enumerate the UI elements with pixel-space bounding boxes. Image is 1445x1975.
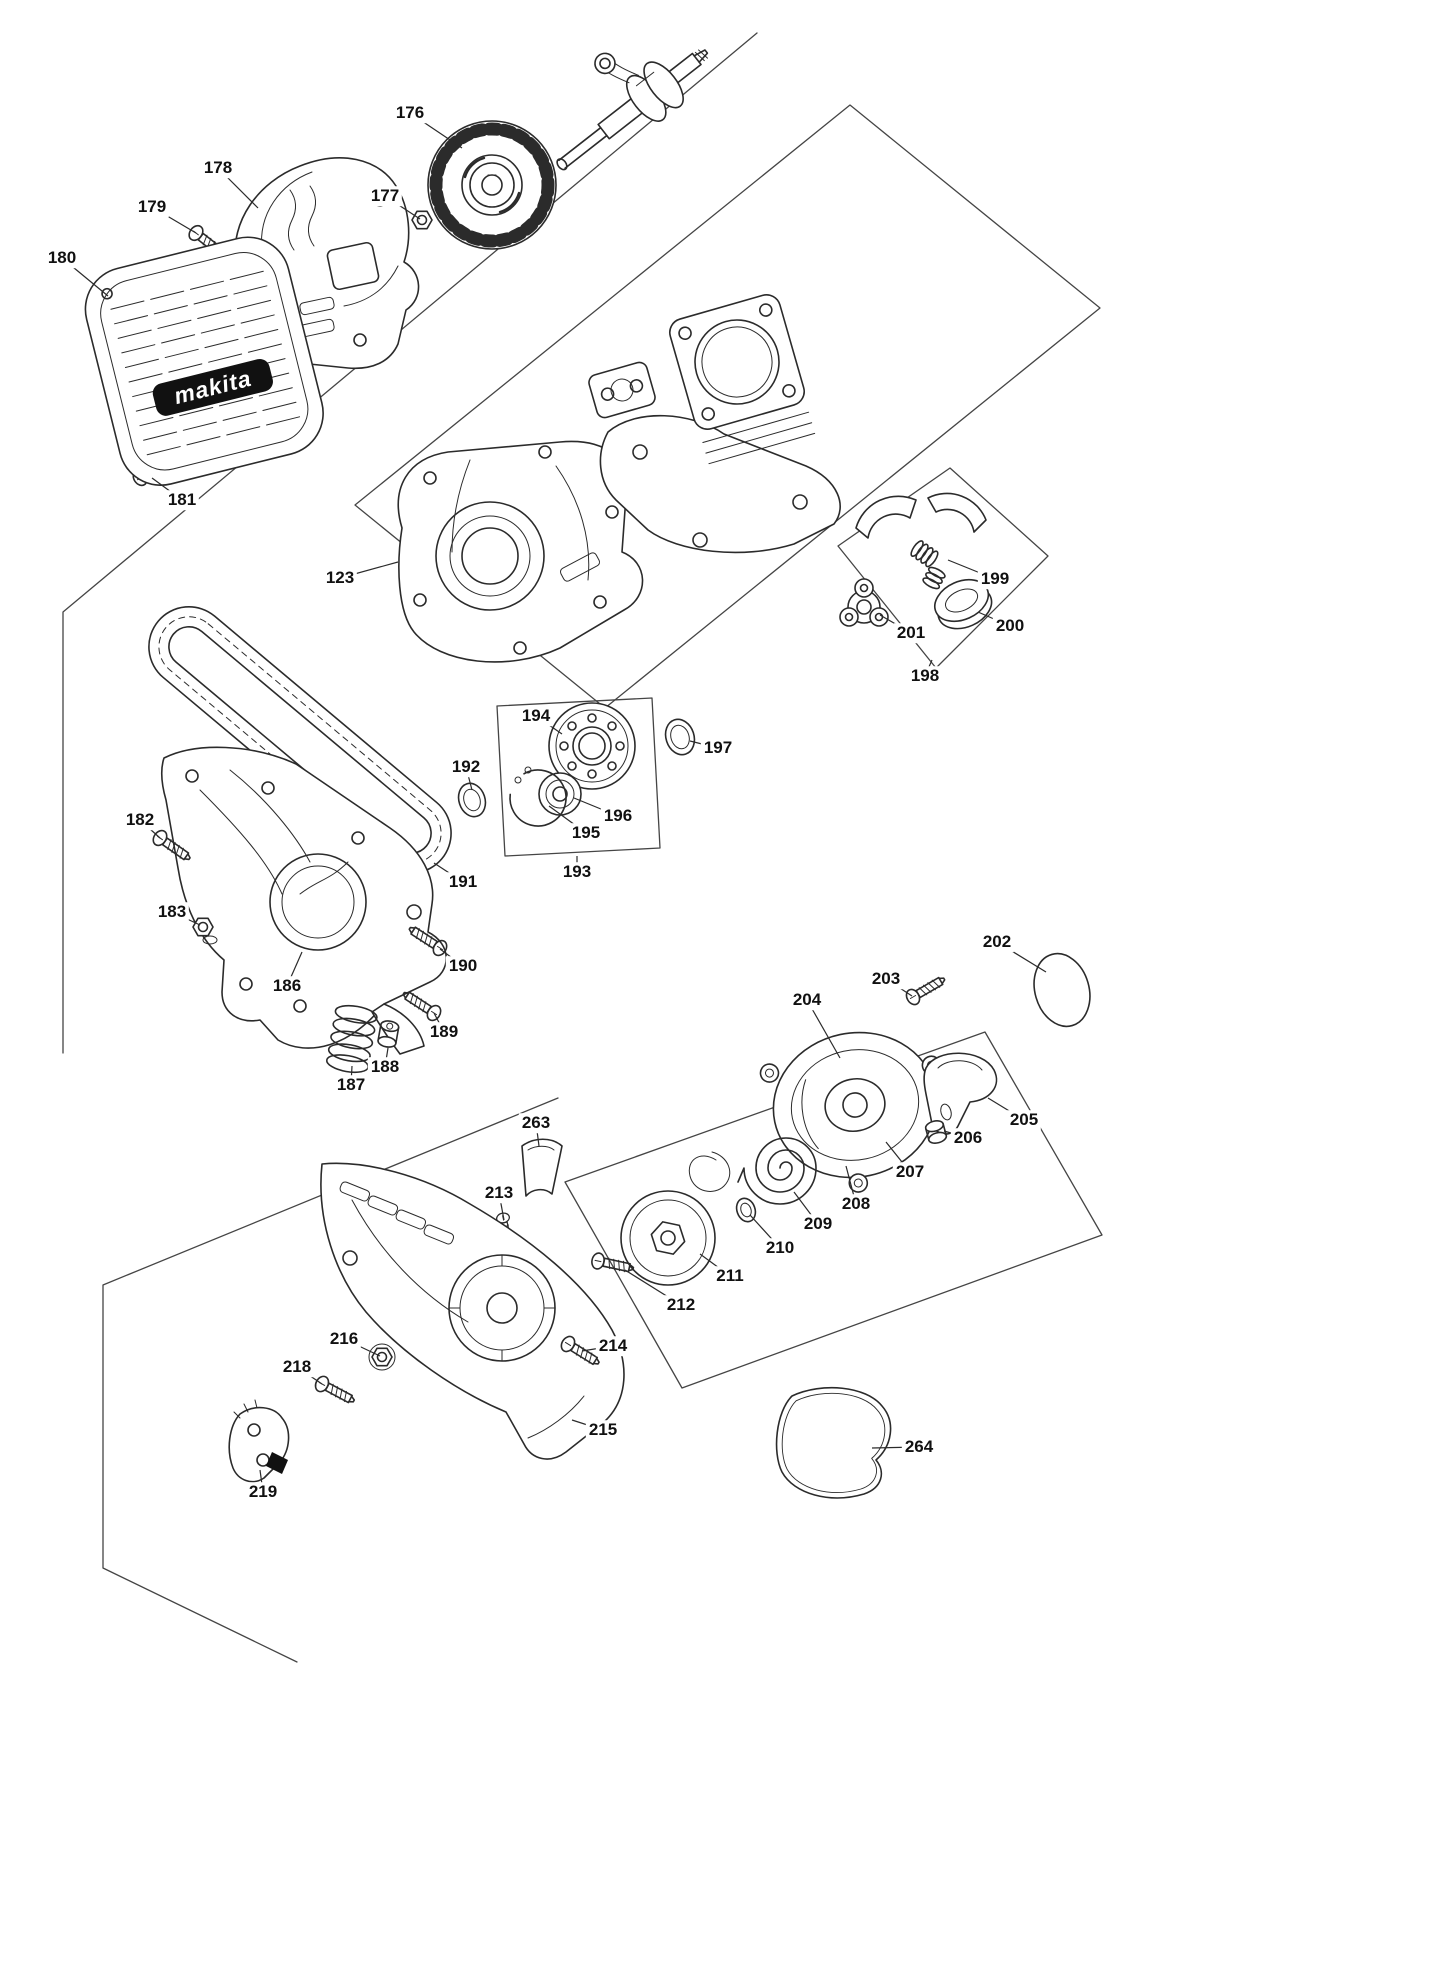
makita-logo-plate	[152, 359, 273, 416]
spring-seat-188-art	[377, 1020, 400, 1048]
clutch-art	[839, 492, 993, 630]
part-label-197: 197	[700, 738, 736, 758]
chain-guard-art	[161, 746, 447, 1055]
part-label-201: 201	[893, 623, 929, 643]
clutch-drum-art	[934, 578, 993, 630]
part-label-205: 205	[1006, 1110, 1042, 1130]
part-label-193: 193	[559, 862, 595, 882]
part-label-188: 188	[367, 1057, 403, 1077]
part-label-191: 191	[445, 872, 481, 892]
part-label-204: 204	[789, 990, 825, 1010]
part-label-211: 211	[713, 1266, 747, 1286]
gasket-264-art	[775, 1386, 892, 1499]
part-label-190: 190	[445, 956, 481, 976]
part-label-219: 219	[245, 1482, 281, 1502]
part-label-213: 213	[481, 1183, 517, 1203]
part-label-194: 194	[518, 706, 554, 726]
clutch-spider-art	[839, 578, 889, 627]
rope-pulley-211-art	[620, 1190, 716, 1286]
cylinder-assembly-art	[588, 294, 841, 554]
part-label-202: 202	[979, 932, 1015, 952]
bearing-group-art	[457, 702, 696, 827]
o-ring-202-art	[1033, 952, 1091, 1028]
clutch-spring2-art	[922, 566, 946, 590]
flange-nut-216-art	[368, 1343, 396, 1371]
starter-rope-art	[688, 1151, 731, 1192]
clutch-spring-art	[910, 540, 939, 568]
flywheel-art	[427, 120, 557, 250]
part-label-263: 263	[518, 1113, 554, 1133]
part-label-183: 183	[154, 902, 190, 922]
sprocket-guard-art: makita	[84, 236, 324, 486]
nut-183-art	[192, 917, 218, 945]
part-label-198: 198	[907, 666, 943, 686]
clutch-cover-215-art	[320, 1162, 625, 1460]
part-label-212: 212	[663, 1295, 699, 1315]
part-label-123: 123	[322, 568, 358, 588]
part-label-182: 182	[122, 810, 158, 830]
part-label-192: 192	[448, 757, 484, 777]
spring-187-art	[325, 1004, 378, 1074]
part-label-207: 207	[892, 1162, 928, 1182]
part-label-189: 189	[426, 1022, 462, 1042]
part-label-187: 187	[333, 1075, 369, 1095]
part-label-206: 206	[950, 1128, 986, 1148]
crankshaft-art	[556, 49, 709, 171]
part-label-177: 177	[367, 186, 403, 206]
part-label-179: 179	[134, 197, 170, 217]
part-label-210: 210	[762, 1238, 798, 1258]
part-label-178: 178	[200, 158, 236, 178]
part-label-218: 218	[279, 1357, 315, 1377]
part-label-215: 215	[585, 1420, 621, 1440]
part-label-208: 208	[838, 1194, 874, 1214]
part-label-199: 199	[977, 569, 1013, 589]
part-label-216: 216	[326, 1329, 362, 1349]
duct-strip-263-art	[521, 1138, 563, 1197]
part-label-200: 200	[992, 616, 1028, 636]
part-label-214: 214	[595, 1336, 631, 1356]
part-label-180: 180	[44, 248, 80, 268]
part-label-209: 209	[800, 1214, 836, 1234]
part-label-196: 196	[600, 806, 636, 826]
starter-grip-205-art	[923, 1052, 998, 1135]
crankcase-art	[397, 440, 644, 663]
part-label-176: 176	[392, 103, 428, 123]
bushing-206-art	[924, 1120, 948, 1144]
rewind-spring-209-art	[737, 1137, 817, 1205]
part-label-186: 186	[269, 976, 305, 996]
chain-catcher-219-art	[228, 1399, 290, 1483]
part-label-181: 181	[164, 490, 200, 510]
part-label-264: 264	[901, 1437, 937, 1457]
part-label-203: 203	[868, 969, 904, 989]
part-label-195: 195	[568, 823, 604, 843]
